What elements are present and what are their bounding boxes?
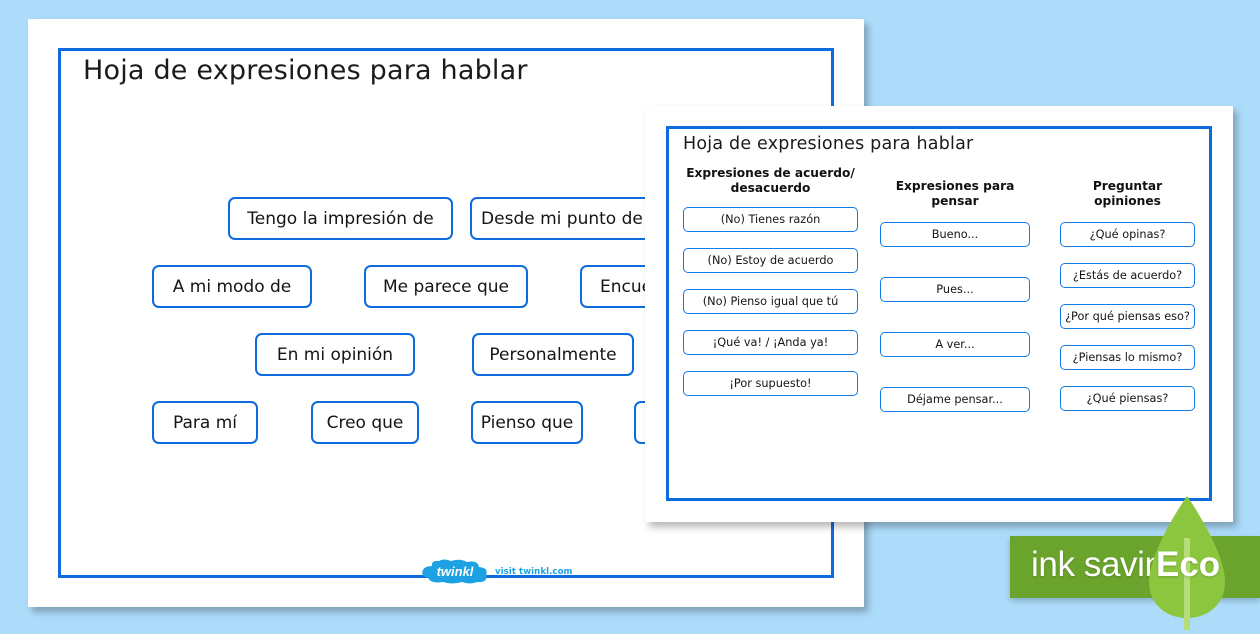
phrase-chip[interactable]: (No) Tienes razón xyxy=(683,206,858,232)
back-page-title: Hoja de expresiones para hablar xyxy=(83,55,528,86)
phrase-box[interactable]: Pienso que xyxy=(471,401,583,444)
column-heading-line1: Expresiones para pensar xyxy=(895,179,1015,209)
phrase-chip[interactable]: ¿Por qué piensas eso? xyxy=(1060,303,1195,329)
phrase-box[interactable]: Personalmente xyxy=(472,333,634,376)
phrase-box[interactable]: Me parece que xyxy=(364,265,528,308)
phrase-chip[interactable]: ¿Qué piensas? xyxy=(1060,385,1195,411)
column-heading: Preguntar opiniones xyxy=(1060,179,1195,210)
column-thinking: Expresiones para pensar Bueno... Pues...… xyxy=(880,166,1030,442)
leaf-icon xyxy=(1133,492,1241,630)
phrase-chip[interactable]: Déjame pensar... xyxy=(880,386,1030,412)
phrase-chip[interactable]: ¡Qué va! / ¡Anda ya! xyxy=(683,329,858,355)
phrase-box[interactable]: En mi opinión xyxy=(255,333,415,376)
column-asking-opinions: Preguntar opiniones ¿Qué opinas? ¿Estás … xyxy=(1060,166,1195,427)
phrase-chip[interactable]: (No) Pienso igual que tú xyxy=(683,288,858,314)
phrase-chip[interactable]: ¡Por supuesto! xyxy=(683,370,858,396)
column-heading-line2: desacuerdo xyxy=(730,181,811,196)
phrase-box[interactable]: Tengo la impresión de xyxy=(228,197,453,240)
phrase-chip[interactable]: ¿Estás de acuerdo? xyxy=(1060,262,1195,288)
front-page-border xyxy=(666,126,1212,501)
column-heading: Expresiones de acuerdo/ desacuerdo xyxy=(683,166,858,197)
phrase-chip[interactable]: A ver... xyxy=(880,331,1030,357)
phrase-box[interactable]: Para mí xyxy=(152,401,258,444)
column-heading-line1: Expresiones de acuerdo/ xyxy=(686,166,855,180)
twinkl-logo: twinkl visit twinkl.com xyxy=(420,559,572,585)
phrase-chip[interactable]: (No) Estoy de acuerdo xyxy=(683,247,858,273)
column-heading-line1: Preguntar opiniones xyxy=(1092,179,1163,209)
svg-text:twinkl: twinkl xyxy=(437,564,474,579)
phrase-chip[interactable]: Pues... xyxy=(880,276,1030,302)
front-worksheet-page: Hoja de expresiones para hablar Expresio… xyxy=(645,106,1233,522)
column-agreement: Expresiones de acuerdo/ desacuerdo (No) … xyxy=(683,166,858,412)
phrase-chip[interactable]: ¿Qué opinas? xyxy=(1060,221,1195,247)
front-page-title: Hoja de expresiones para hablar xyxy=(683,134,974,154)
phrase-chip[interactable]: Bueno... xyxy=(880,221,1030,247)
phrase-box[interactable]: Creo que xyxy=(311,401,419,444)
column-heading: Expresiones para pensar xyxy=(880,179,1030,210)
phrase-box[interactable]: A mi modo de xyxy=(152,265,312,308)
twinkl-tagline: visit twinkl.com xyxy=(495,567,573,577)
phrase-chip[interactable]: ¿Piensas lo mismo? xyxy=(1060,344,1195,370)
twinkl-cloud-icon: twinkl xyxy=(420,559,490,585)
eco-badge-leaf-label: Eco xyxy=(1156,545,1221,584)
